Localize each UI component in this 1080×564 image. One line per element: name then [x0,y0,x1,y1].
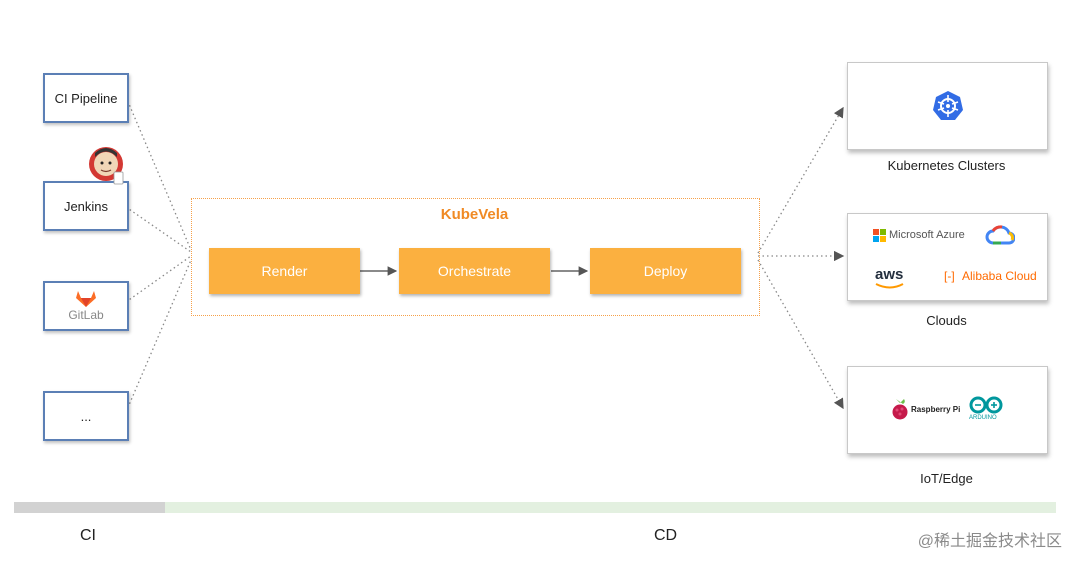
stage-deploy: Deploy [590,248,741,294]
ci-pipeline-label: CI Pipeline [54,90,118,106]
ci-pipeline-box: CI Pipeline [43,73,129,123]
gitlab-icon [75,291,96,307]
iot-box: Raspberry Pi ARDUINO [847,366,1048,454]
arduino-label: ARDUINO [969,415,997,421]
clouds-label: Clouds [926,313,967,328]
google-cloud-icon [985,225,1015,245]
kubevela-title: KubeVela [440,206,509,223]
jenkins-box: Jenkins [43,181,129,231]
stage-orchestrate: Orchestrate [399,248,550,294]
aws-smile-icon [875,283,904,289]
gitlab-label: GitLab [68,308,104,322]
more-sources-label: ... [80,408,92,424]
raspberry-pi-label: Raspberry Pi [911,405,961,414]
stage-render-label: Render [261,263,308,279]
raspberry-pi-icon [892,399,908,420]
link-kubernetes [757,106,844,254]
more-sources-box: ... [43,391,129,441]
kubevela-frame [191,198,760,316]
kubernetes-label: Kubernetes Clusters [887,158,1006,173]
stage-orchestrate-label: Orchestrate [437,263,512,279]
iot-label: IoT/Edge [920,471,973,486]
kubernetes-icon [933,91,963,120]
cd-phase-label: CD [654,527,678,544]
stage-render: Render [209,248,360,294]
cd-phase-bar [165,502,1056,513]
link-iot [757,259,844,410]
alibaba-label: Alibaba Cloud [962,269,1037,283]
gitlab-box: GitLab [43,281,129,331]
watermark: @稀土掘金技术社区 [917,533,1062,550]
stage-deploy-label: Deploy [643,263,688,279]
ci-phase-bar [14,502,165,513]
clouds-box: Microsoft Azure aws [-] Alibaba Cloud [847,213,1048,301]
azure-label: Microsoft Azure [889,229,965,241]
ci-phase-label: CI [80,527,96,544]
link-more [125,259,192,413]
jenkins-label: Jenkins [63,198,109,214]
aws-label: aws [875,266,904,283]
arduino-icon [969,396,1003,414]
kubernetes-box [847,62,1048,150]
alibaba-icon: [-] [944,269,955,283]
azure-icon [873,229,886,242]
link-ci-pipeline [125,96,192,251]
